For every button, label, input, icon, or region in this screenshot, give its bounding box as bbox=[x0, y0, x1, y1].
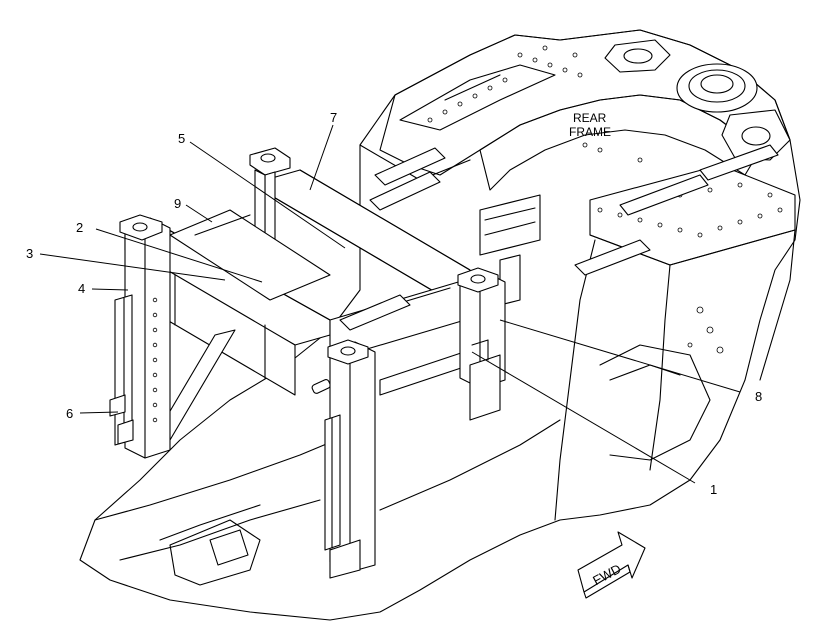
callout-1: 1 bbox=[710, 482, 717, 497]
rear-frame-label-line2: FRAME bbox=[569, 125, 611, 139]
callout-2: 2 bbox=[76, 220, 83, 235]
callout-4: 4 bbox=[78, 281, 85, 296]
rear-frame-label: REAR FRAME bbox=[569, 111, 611, 139]
leader-line-4 bbox=[91, 288, 129, 291]
rear-frame-label-line1: REAR bbox=[573, 111, 607, 125]
callout-3: 3 bbox=[26, 246, 33, 261]
callout-7: 7 bbox=[330, 110, 337, 125]
leader-line-8 bbox=[499, 319, 741, 393]
callout-5: 5 bbox=[178, 131, 185, 146]
callout-leaders bbox=[39, 124, 741, 484]
leader-line-9 bbox=[185, 204, 213, 223]
forward-direction-arrow: FWD bbox=[577, 531, 646, 599]
leader-line-2 bbox=[95, 228, 263, 283]
post-hole-column bbox=[152, 297, 158, 423]
leader-line-1 bbox=[471, 351, 696, 484]
leader-line-7 bbox=[309, 124, 334, 191]
leader-line-3 bbox=[39, 253, 226, 281]
callout-6: 6 bbox=[66, 406, 73, 421]
deck-hole-pattern bbox=[427, 45, 783, 354]
callout-8: 8 bbox=[755, 389, 762, 404]
callout-9: 9 bbox=[174, 196, 181, 211]
callout-numbers: 1 2 3 4 5 6 7 8 9 bbox=[26, 110, 762, 497]
leader-line-6 bbox=[79, 411, 119, 414]
leader-line-5 bbox=[189, 141, 346, 249]
